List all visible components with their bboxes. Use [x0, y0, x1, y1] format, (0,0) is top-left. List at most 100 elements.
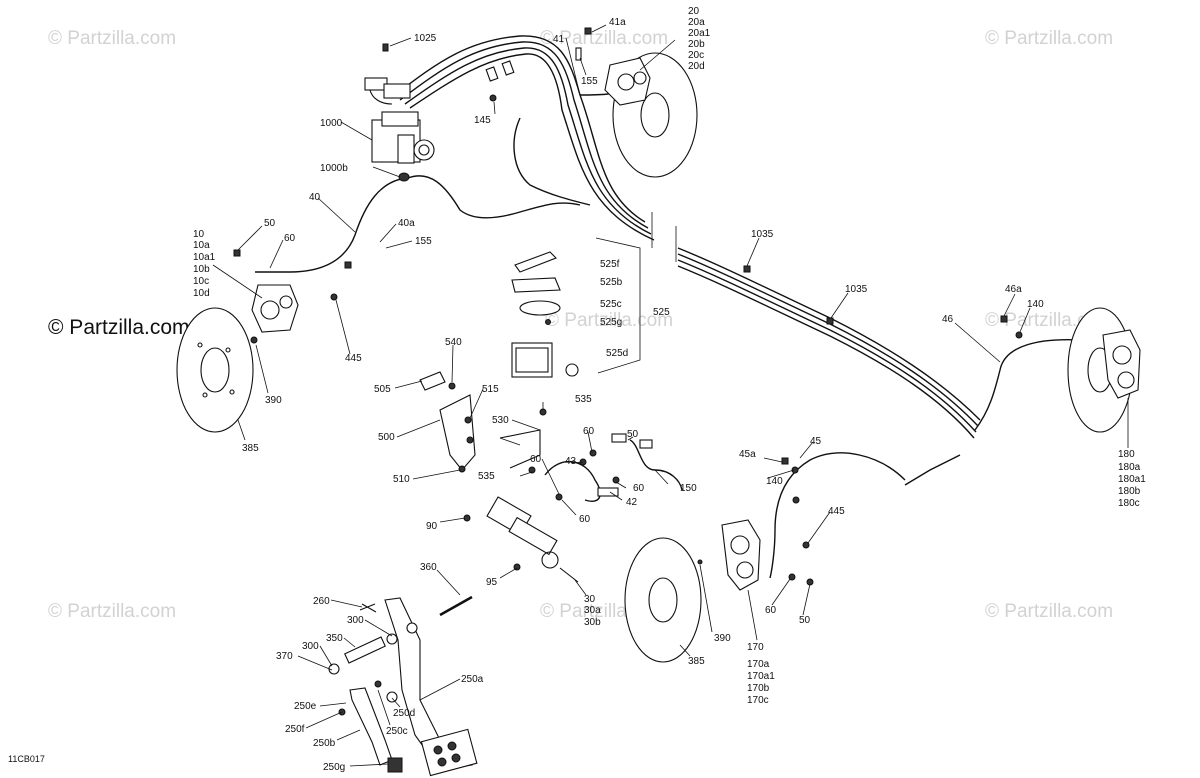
part-label: 140 [766, 476, 783, 487]
part-label: 10c [193, 276, 209, 287]
part-label: 1000 [320, 118, 343, 129]
part-label: 250c [386, 726, 408, 737]
part-label: 1000b [320, 163, 348, 174]
watermark: © Partzilla.com [985, 601, 1113, 622]
part-label: 10a1 [193, 252, 216, 263]
watermark: © Partzilla.com [48, 601, 176, 622]
line-clips [743, 265, 834, 325]
part-label: 145 [474, 115, 491, 126]
part-label: 45a [739, 449, 756, 460]
caliper-rear-right [1000, 307, 1141, 433]
part-label: 170c [747, 695, 769, 706]
part-label: 1035 [845, 284, 868, 295]
pedal-bracket [419, 371, 476, 473]
part-label: 300 [302, 641, 319, 652]
master-cylinder [463, 496, 579, 583]
part-label: 525d [606, 348, 628, 359]
part-label: 60 [765, 605, 777, 616]
part-label: 150 [680, 483, 697, 494]
part-label: 525c [600, 299, 622, 310]
part-label: 10d [193, 288, 210, 299]
part-label: 140 [1027, 299, 1044, 310]
part-label: 500 [378, 432, 395, 443]
brake-pedal [328, 595, 478, 777]
part-label: 180 [1118, 449, 1135, 460]
part-label: 250b [313, 738, 336, 749]
part-label: 40 [309, 192, 321, 203]
part-label: 30a [584, 605, 601, 616]
part-label: 250e [294, 701, 317, 712]
part-label: 170a [747, 659, 770, 670]
part-label: 535 [575, 394, 592, 405]
part-label: 60 [284, 233, 296, 244]
brake-light-switch-assembly [511, 237, 641, 378]
part-label: 1035 [751, 229, 774, 240]
part-label: 350 [326, 633, 343, 644]
part-label: 50 [627, 429, 639, 440]
part-label: 41a [609, 17, 626, 28]
watermark: © Partzilla.com [985, 28, 1113, 49]
part-label: 390 [265, 395, 282, 406]
part-label: 525 [653, 307, 670, 318]
part-label: 505 [374, 384, 391, 395]
part-label: 525g [600, 317, 622, 328]
part-label: 180b [1118, 486, 1141, 497]
part-label: 10a [193, 240, 210, 251]
part-label: 60 [633, 483, 645, 494]
part-label: 95 [486, 577, 498, 588]
part-label: 1025 [414, 33, 437, 44]
part-label: 260 [313, 596, 330, 607]
part-label: 46 [942, 314, 954, 325]
part-label: 10 [193, 229, 205, 240]
part-label: 20 [688, 6, 700, 17]
part-label: 20a [688, 17, 705, 28]
part-label: 30b [584, 617, 601, 628]
part-label: 60 [530, 454, 542, 465]
part-label: 445 [345, 353, 362, 364]
caliper-front-right [604, 52, 698, 178]
part-label: 530 [492, 415, 509, 426]
part-label: 180c [1118, 498, 1140, 509]
part-label: 46a [1005, 284, 1022, 295]
part-label: 170b [747, 683, 770, 694]
part-label: 10b [193, 264, 210, 275]
part-label: 20d [688, 61, 705, 72]
part-label: 445 [828, 506, 845, 517]
part-label: 42 [626, 497, 638, 508]
part-label: 170a1 [747, 671, 775, 682]
part-label: 90 [426, 521, 438, 532]
pressure-switch-lines [499, 408, 683, 502]
part-label: 510 [393, 474, 410, 485]
caliper-rear-left [624, 457, 814, 663]
clips [485, 27, 592, 102]
part-label: 385 [242, 443, 259, 454]
part-label: 370 [276, 651, 293, 662]
part-label: 20b [688, 39, 705, 50]
part-label: 170 [747, 642, 764, 653]
caliper-front-left [176, 249, 352, 433]
part-label: 180a1 [1118, 474, 1146, 485]
part-label: 20c [688, 50, 704, 61]
part-label: 250f [285, 724, 305, 735]
watermarks: © Partzilla.com © Partzilla.com © Partzi… [48, 28, 1113, 622]
part-label: 40a [398, 218, 415, 229]
abs-harness-connector [364, 43, 411, 105]
abs-module [371, 111, 435, 182]
part-label: 525b [600, 277, 623, 288]
part-labels: 1025 41a 41 20 20a 20a1 20b 20c 20d 155 … [193, 6, 1146, 773]
part-label: 41 [553, 34, 565, 45]
part-label: 50 [799, 615, 811, 626]
part-label: 60 [579, 514, 591, 525]
part-label: 515 [482, 384, 499, 395]
part-label: 390 [714, 633, 731, 644]
part-label: 30 [584, 594, 596, 605]
part-label: 50 [264, 218, 276, 229]
leader-lines [212, 24, 1129, 767]
watermark-center: © Partzilla.com [48, 316, 190, 339]
watermark: © Partzilla.com [545, 310, 673, 331]
part-label: 20a1 [688, 28, 711, 39]
part-label: 300 [347, 615, 364, 626]
watermark: © Partzilla.com [48, 28, 176, 49]
part-label: 250a [461, 674, 484, 685]
diagram-code: 11CB017 [8, 754, 45, 764]
